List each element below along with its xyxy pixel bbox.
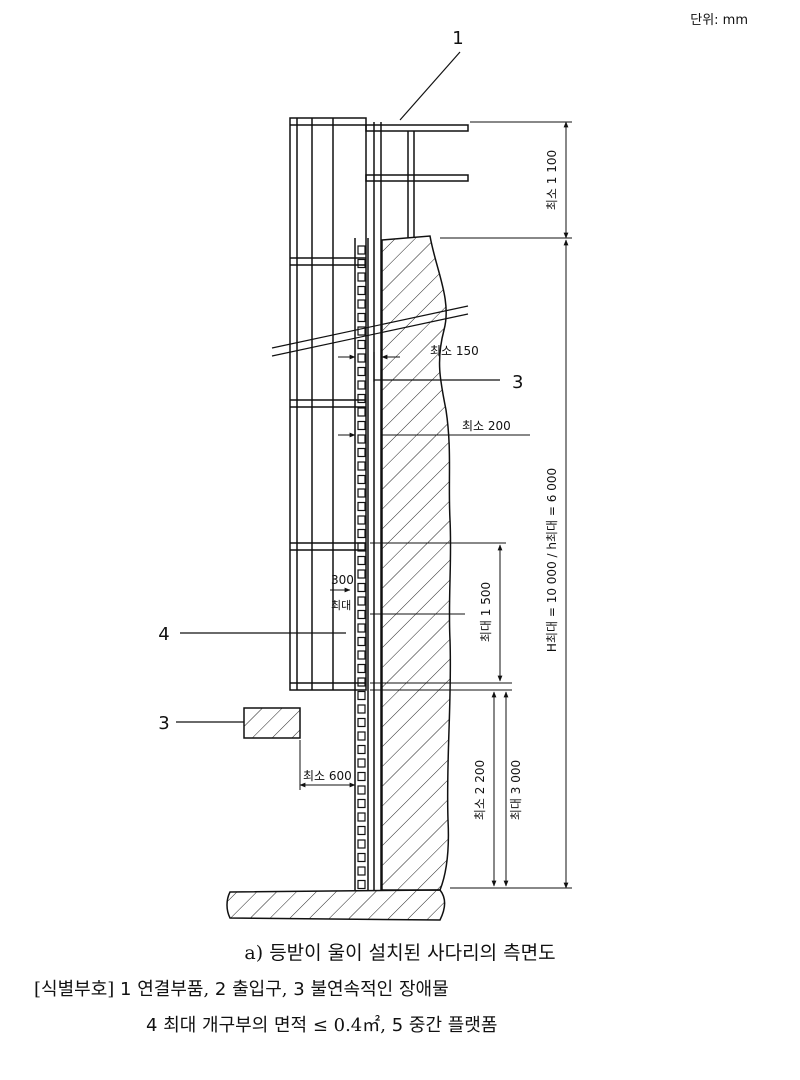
ladder-rung [357, 258, 366, 269]
legend-line-1: [식별부호] 1 연결부품, 2 출입구, 3 불연속적인 장애물 [34, 975, 449, 1001]
legend-item-2-text: 출입구, [232, 979, 288, 1000]
ladder-rung [357, 272, 366, 282]
legend-item-2-num: 2 [214, 979, 227, 1000]
ladder-rung [357, 393, 366, 404]
ladder-rung [357, 798, 366, 809]
ladder-rung [357, 785, 366, 795]
legend-item-3-num: 3 [293, 979, 305, 1000]
legend-item-5-text: 중간 플랫폼 [408, 1015, 498, 1036]
ladder-rung [357, 501, 366, 512]
ladder-rung [357, 771, 366, 782]
ladder-rung [357, 758, 366, 768]
safety-cage [289, 117, 367, 691]
ladder-rung [357, 677, 366, 687]
dim-h-total: H최대 = 10 000 / h최대 = 6 000 [545, 468, 559, 652]
dim-min-2200: 최소 2 200 [473, 760, 487, 820]
ladder-rung [357, 744, 366, 755]
callout-leaders [176, 51, 500, 723]
dim-min-200: 최소 200 [462, 419, 511, 433]
ladder-rung [357, 690, 366, 701]
ground-hatched-section [226, 889, 446, 921]
ladder-rail [354, 122, 382, 890]
ladder-rung [357, 407, 366, 417]
dim-min-1100: 최소 1 100 [545, 150, 559, 210]
ladder-rung [357, 339, 366, 350]
ladder-rung [357, 312, 366, 323]
unit-note: 단위: mm [690, 13, 748, 28]
dim-max-3000: 최대 3 000 [509, 760, 523, 820]
ladder-rung [357, 636, 366, 647]
legend-item-3-text: 불연속적인 장애물 [310, 979, 449, 1000]
ladder-rung [357, 488, 366, 498]
legend-item-4-text: 최대 개구부의 면적 ≤ 0.4㎡, [163, 1015, 386, 1036]
ladder-rung [357, 879, 366, 890]
legend-item-4-num: 4 [146, 1015, 158, 1036]
legend-item-1-text: 연결부품, [137, 979, 210, 1000]
ladder-rung [357, 623, 366, 633]
ladder-rung [357, 582, 366, 593]
ladder-rung [357, 717, 366, 728]
ladder-rung [357, 366, 366, 377]
ladder-rung [357, 731, 366, 741]
ladder-rung [357, 839, 366, 849]
legend-item-5-num: 5 [391, 1015, 404, 1036]
figure-caption: a) 등받이 울이 설치된 사다리의 측면도 [244, 942, 556, 964]
ladder-rung [357, 650, 366, 660]
ladder-rung [357, 528, 366, 539]
ladder-rung [357, 461, 366, 471]
top-railing [365, 124, 469, 238]
dim-max-1500: 최대 1 500 [479, 582, 493, 642]
callout-3-upper-label: 3 [512, 372, 523, 393]
ladder-rung [357, 380, 366, 390]
ladder-rung [357, 866, 366, 876]
ladder-rung [357, 299, 366, 309]
ladder-rung [357, 663, 366, 674]
dim-max-300-word: 최대 [331, 599, 351, 612]
ladder-rung [357, 812, 366, 822]
dimension-lines [299, 121, 572, 889]
callout-1-label: 1 [452, 28, 463, 49]
ladder-rung [357, 245, 366, 255]
wall-hatched-section [381, 235, 452, 891]
ladder-rung [357, 285, 366, 296]
ladder-rung [357, 447, 366, 458]
dim-max-300-value: 300 [331, 573, 354, 587]
ladder-rung [357, 852, 366, 863]
legend-heading: [식별부호] [34, 979, 115, 1000]
callout-3-lower-label: 3 [158, 713, 169, 734]
ladder-rung [357, 474, 366, 485]
ladder-rung [357, 569, 366, 579]
obstacle-block [243, 707, 301, 739]
break-line [271, 305, 469, 357]
ladder-rung [357, 326, 366, 336]
ladder-rungs [357, 245, 366, 890]
ladder-rung [357, 353, 366, 363]
ladder-rung [357, 420, 366, 431]
ladder-rung [357, 825, 366, 836]
dim-min-150: 최소 150 [430, 344, 479, 358]
ladder-rung [357, 555, 366, 566]
legend-line-2: 4 최대 개구부의 면적 ≤ 0.4㎡, 5 중간 플랫폼 [146, 1011, 497, 1037]
ladder-rung [357, 704, 366, 714]
ladder-rung [357, 609, 366, 620]
ladder-rung [357, 596, 366, 606]
callout-4-label: 4 [158, 624, 169, 645]
ladder-rung [357, 434, 366, 444]
dim-min-600: 최소 600 [303, 769, 352, 783]
ladder-rung [357, 515, 366, 525]
legend-item-1-num: 1 [120, 979, 132, 1000]
